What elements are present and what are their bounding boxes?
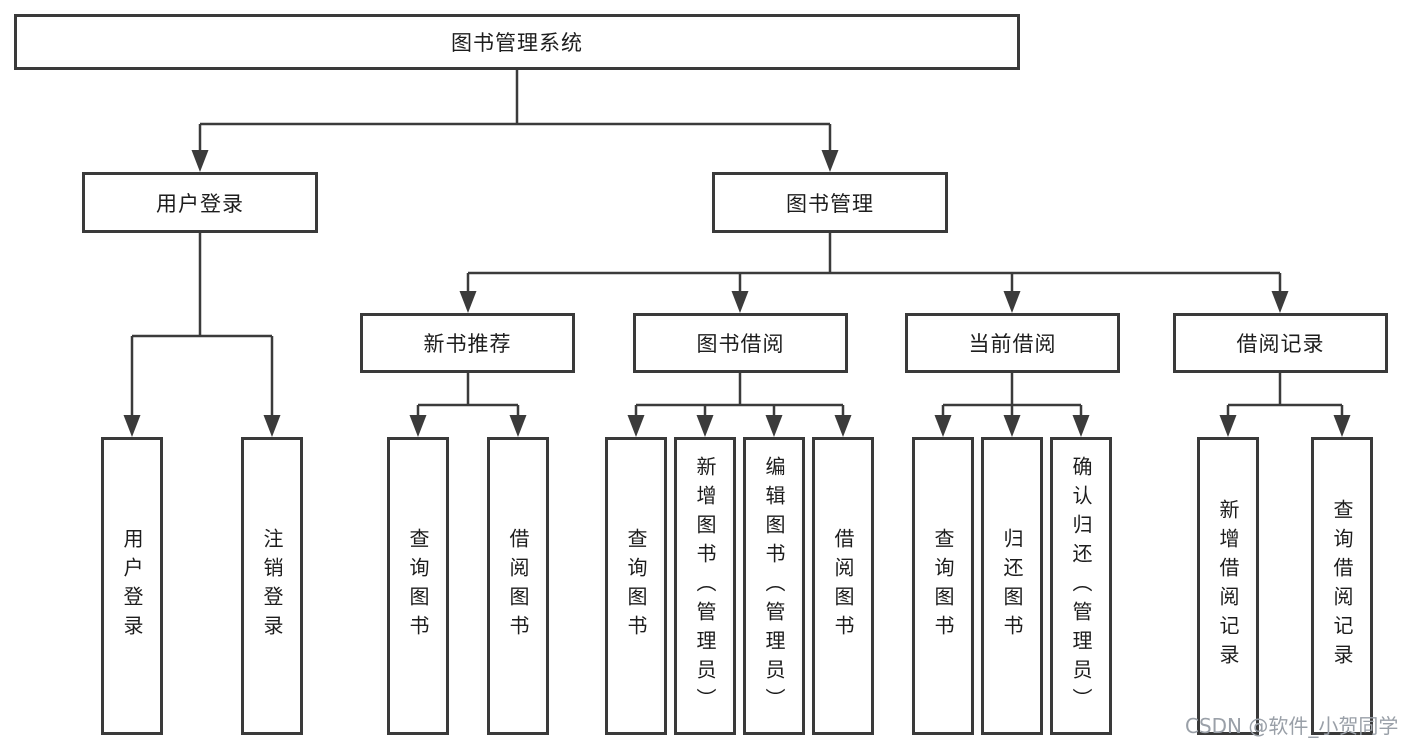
arrowhead-icon — [263, 415, 281, 437]
connector-root-to-level2 — [191, 70, 839, 172]
leaf-return-book: 归还图书 — [981, 437, 1043, 735]
node-book-borrow-label: 图书借阅 — [696, 332, 785, 356]
leaf-label: 注销登录 — [260, 528, 284, 644]
leaf-label: 借阅图书 — [831, 528, 855, 644]
connector-book-borrow-to-leaves — [627, 373, 852, 437]
leaf-label: 归还图书 — [1000, 528, 1024, 644]
arrowhead-icon — [1003, 415, 1021, 437]
arrowhead-icon — [696, 415, 714, 437]
leaf-add-borrow-record: 新增借阅记录 — [1197, 437, 1259, 735]
connector-book-management-to-level3 — [459, 233, 1289, 313]
leaf-confirm-return-admin: 确认归还（管理员） — [1050, 437, 1112, 735]
arrowhead-icon — [123, 415, 141, 437]
leaf-borrow-book-1: 借阅图书 — [487, 437, 549, 735]
connector-new-book-recommend-to-leaves — [409, 373, 527, 437]
arrowhead-icon — [459, 291, 477, 313]
arrowhead-icon — [1333, 415, 1351, 437]
arrowhead-icon — [1219, 415, 1237, 437]
arrowhead-icon — [409, 415, 427, 437]
leaf-edit-book-admin: 编辑图书（管理员） — [743, 437, 805, 735]
node-book-management: 图书管理 — [712, 172, 948, 233]
arrowhead-icon — [731, 291, 749, 313]
arrowhead-icon — [765, 415, 783, 437]
leaf-label: 查询图书 — [931, 528, 955, 644]
arrowhead-icon — [509, 415, 527, 437]
node-current-borrow-label: 当前借阅 — [968, 332, 1057, 356]
node-user-login-label: 用户登录 — [156, 191, 244, 216]
leaf-query-book-3: 查询图书 — [912, 437, 974, 735]
leaf-label: 编辑图书（管理员） — [762, 455, 786, 717]
leaf-query-book-1: 查询图书 — [387, 437, 449, 735]
arrowhead-icon — [1072, 415, 1090, 437]
leaf-label: 查询图书 — [406, 528, 430, 644]
arrowhead-icon — [1271, 291, 1289, 313]
node-book-management-label: 图书管理 — [786, 191, 874, 216]
leaf-label: 用户登录 — [120, 528, 144, 644]
leaf-user-login: 用户登录 — [101, 437, 163, 735]
node-root: 图书管理系统 — [14, 14, 1020, 70]
node-root-label: 图书管理系统 — [451, 31, 583, 55]
csdn-watermark: CSDN @软件_小贺同学 — [1185, 714, 1399, 738]
connector-user-login-to-leaves — [123, 233, 281, 437]
leaf-label: 新增图书（管理员） — [693, 455, 717, 717]
leaf-label: 查询图书 — [624, 528, 648, 644]
leaf-label: 确认归还（管理员） — [1069, 455, 1093, 717]
arrowhead-icon — [934, 415, 952, 437]
leaf-logout: 注销登录 — [241, 437, 303, 735]
arrowhead-icon — [627, 415, 645, 437]
node-book-borrow: 图书借阅 — [633, 313, 848, 373]
leaf-label: 查询借阅记录 — [1330, 499, 1354, 673]
arrowhead-icon — [834, 415, 852, 437]
arrowhead-icon — [191, 150, 209, 172]
leaf-add-book-admin: 新增图书（管理员） — [674, 437, 736, 735]
node-user-login: 用户登录 — [82, 172, 318, 233]
node-new-book-recommend-label: 新书推荐 — [423, 332, 512, 356]
leaf-label: 新增借阅记录 — [1216, 499, 1240, 673]
node-current-borrow: 当前借阅 — [905, 313, 1120, 373]
connector-borrow-record-to-leaves — [1219, 373, 1351, 437]
leaf-query-borrow-record: 查询借阅记录 — [1311, 437, 1373, 735]
arrowhead-icon — [821, 150, 839, 172]
connector-current-borrow-to-leaves — [934, 373, 1090, 437]
node-borrow-record-label: 借阅记录 — [1236, 332, 1325, 356]
leaf-label: 借阅图书 — [506, 528, 530, 644]
leaf-borrow-book-2: 借阅图书 — [812, 437, 874, 735]
leaf-query-book-2: 查询图书 — [605, 437, 667, 735]
node-borrow-record: 借阅记录 — [1173, 313, 1388, 373]
arrowhead-icon — [1003, 291, 1021, 313]
node-new-book-recommend: 新书推荐 — [360, 313, 575, 373]
